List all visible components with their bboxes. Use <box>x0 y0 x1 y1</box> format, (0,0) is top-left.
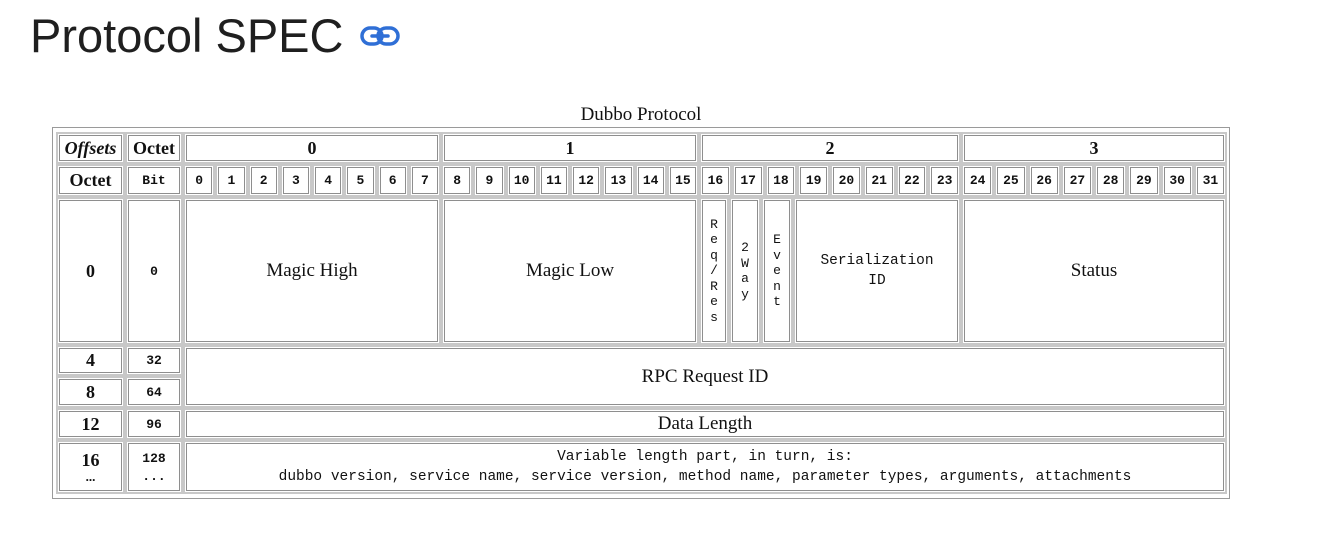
octet-number-3: 3 <box>961 132 1227 164</box>
row-16-bit-ellipsis: ... <box>142 469 166 484</box>
octet-column-header: Octet <box>56 164 125 197</box>
bit-number-1: 1 <box>215 164 248 197</box>
octet-number-0: 0 <box>183 132 441 164</box>
row-8-octet: 8 <box>56 376 125 408</box>
bit-number-2: 2 <box>247 164 280 197</box>
bit-column-header: Bit <box>125 164 183 197</box>
rpc-request-id-field: RPC Request ID <box>183 345 1227 408</box>
heading-title: Protocol SPEC <box>30 9 344 62</box>
table-caption: Dubbo Protocol <box>580 104 702 125</box>
bit-number-13: 13 <box>602 164 635 197</box>
variable-length-contents: dubbo version, service name, service ver… <box>278 469 1132 485</box>
octet-header: Octet <box>125 132 183 164</box>
row-0-bit: 0 <box>125 197 183 345</box>
bit-number-22: 22 <box>895 164 929 197</box>
row-16-bit-value: 128 <box>142 451 166 466</box>
event-field: E v e n t <box>761 197 793 345</box>
bit-number-12: 12 <box>570 164 603 197</box>
bit-number-8: 8 <box>441 164 474 197</box>
bit-number-15: 15 <box>666 164 699 197</box>
bit-number-31: 31 <box>1193 164 1227 197</box>
row-12-octet: 12 <box>56 408 125 440</box>
bit-number-7: 7 <box>408 164 441 197</box>
two-way-field: 2 W a y <box>729 197 761 345</box>
bit-number-30: 30 <box>1160 164 1194 197</box>
req-res-field: R e q / R e s <box>699 197 729 345</box>
row-12-bit: 96 <box>125 408 183 440</box>
magic-high-field: Magic High <box>183 197 441 345</box>
bit-number-18: 18 <box>764 164 798 197</box>
bit-number-25: 25 <box>994 164 1028 197</box>
magic-low-field: Magic Low <box>441 197 699 345</box>
row-4-octet: 4 <box>56 345 125 376</box>
row-4-bit: 32 <box>125 345 183 376</box>
bit-number-5: 5 <box>344 164 377 197</box>
status-field: Status <box>961 197 1227 345</box>
bit-number-23: 23 <box>928 164 961 197</box>
bit-number-3: 3 <box>279 164 312 197</box>
bit-number-21: 21 <box>862 164 896 197</box>
section-heading: Protocol SPEC <box>30 8 401 63</box>
row-8-bit: 64 <box>125 376 183 408</box>
variable-length-field: Variable length part, in turn, is: dubbo… <box>183 440 1227 494</box>
row-16-bit: 128 ... <box>125 440 183 494</box>
bit-number-4: 4 <box>312 164 345 197</box>
row-0-octet: 0 <box>56 197 125 345</box>
bit-number-17: 17 <box>731 164 765 197</box>
row-16-octet: 16 ... <box>56 440 125 494</box>
bit-number-29: 29 <box>1127 164 1161 197</box>
anchor-link-icon[interactable] <box>359 21 401 51</box>
offsets-header: Offsets <box>56 132 125 164</box>
bit-number-0: 0 <box>183 164 216 197</box>
bit-number-16: 16 <box>699 164 732 197</box>
row-16-octet-ellipsis: ... <box>85 469 96 484</box>
bit-number-6: 6 <box>376 164 409 197</box>
bit-number-28: 28 <box>1094 164 1128 197</box>
bit-number-19: 19 <box>797 164 830 197</box>
data-length-field: Data Length <box>183 408 1227 440</box>
variable-length-title: Variable length part, in turn, is: <box>557 449 853 465</box>
octet-number-1: 1 <box>441 132 699 164</box>
link-icon <box>360 25 401 46</box>
bit-number-14: 14 <box>634 164 667 197</box>
bit-number-27: 27 <box>1060 164 1094 197</box>
bit-number-11: 11 <box>537 164 570 197</box>
bit-number-24: 24 <box>961 164 995 197</box>
bit-number-10: 10 <box>505 164 538 197</box>
bit-number-9: 9 <box>473 164 506 197</box>
bit-number-20: 20 <box>830 164 863 197</box>
row-16-octet-value: 16 <box>81 450 100 470</box>
serialization-id-field: Serialization ID <box>793 197 961 345</box>
octet-number-2: 2 <box>699 132 961 164</box>
protocol-table: Offsets Octet 0 1 2 3 Octet Bit 0 0 Magi… <box>52 127 1230 499</box>
bit-number-26: 26 <box>1027 164 1061 197</box>
